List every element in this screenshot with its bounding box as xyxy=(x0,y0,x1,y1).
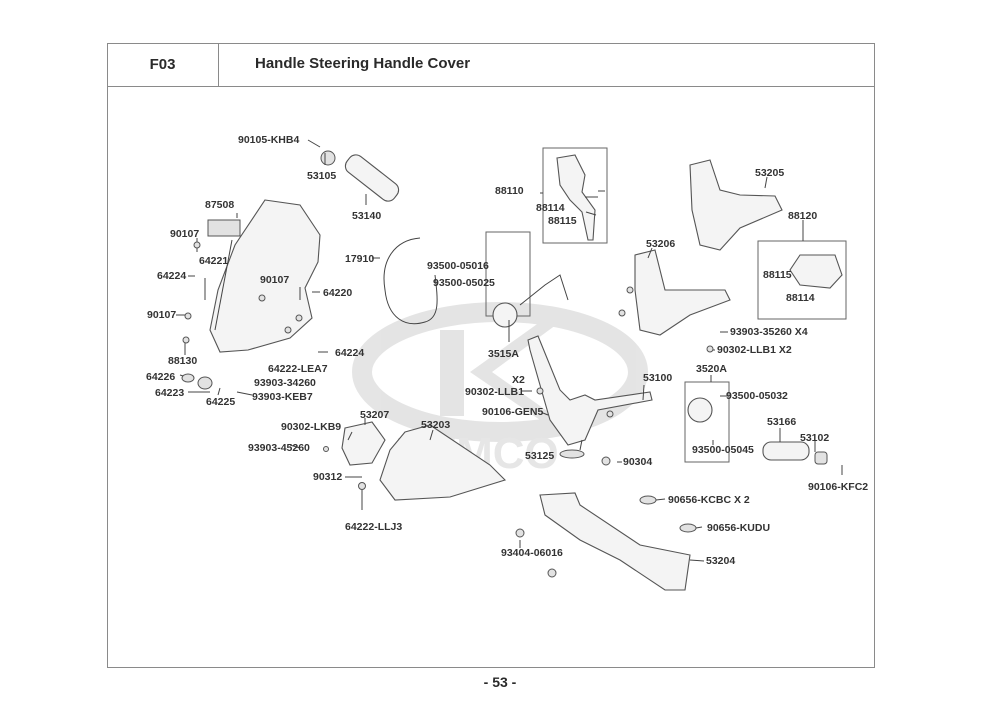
part-label[interactable]: 64222-LEA7 xyxy=(268,363,328,375)
part-label[interactable]: 64225 xyxy=(206,396,235,408)
part-label[interactable]: 93500-05016 xyxy=(427,260,489,272)
part-label[interactable]: 64224 xyxy=(157,270,186,282)
part-label[interactable]: 3520A xyxy=(696,363,727,375)
part-label[interactable]: 88115 xyxy=(548,215,577,227)
part-label[interactable]: 90302-LLB1 X2 xyxy=(717,344,792,356)
part-label[interactable]: 64226 xyxy=(146,371,175,383)
header-divider xyxy=(219,86,875,87)
part-label[interactable]: 53204 xyxy=(706,555,735,567)
page-number: - 53 - xyxy=(483,674,517,690)
page-title: Handle Steering Handle Cover xyxy=(255,55,471,72)
section-code: F03 xyxy=(107,43,219,87)
leader-lines xyxy=(176,153,843,562)
part-label[interactable]: 3515A xyxy=(488,348,519,360)
left-mirror-part[interactable] xyxy=(556,154,596,241)
part-label[interactable]: 88110 xyxy=(495,185,524,197)
part-label[interactable]: 90312 xyxy=(313,471,342,483)
part-label[interactable]: 53205 xyxy=(755,167,784,179)
right-grip-part[interactable] xyxy=(762,441,810,461)
part-label[interactable]: 53207 xyxy=(360,409,389,421)
part-label[interactable]: 90656-KCBC X 2 xyxy=(668,494,750,506)
part-label[interactable]: 88114 xyxy=(786,292,815,304)
part-label[interactable]: 90302-LLB1 xyxy=(465,386,524,398)
part-labels: 90105-KHB4 53105 53140 87508 90107 64221… xyxy=(146,134,868,567)
part-label[interactable]: 90106-KFC2 xyxy=(808,481,868,493)
part-label[interactable]: 90107 xyxy=(147,309,176,321)
part-label[interactable]: 87508 xyxy=(205,199,234,211)
part-label[interactable]: 64220 xyxy=(323,287,352,299)
clip-kcbc-part[interactable] xyxy=(639,495,657,505)
lower-handle-cover-part[interactable] xyxy=(539,492,691,591)
left-switch-part[interactable] xyxy=(492,302,518,328)
grip-end-part[interactable] xyxy=(814,451,828,465)
part-label[interactable]: 93903-KEB7 xyxy=(252,391,313,403)
diagram-frame xyxy=(107,43,875,668)
part-label[interactable]: 93500-05045 xyxy=(692,444,754,456)
part-label[interactable]: 88115 xyxy=(763,269,792,281)
part-label[interactable]: 64223 xyxy=(155,387,184,399)
label-sticker-part[interactable] xyxy=(207,219,241,237)
part-label[interactable]: 53203 xyxy=(421,419,450,431)
part-label[interactable]: 90107 xyxy=(260,274,289,286)
part-label[interactable]: 64224 xyxy=(335,347,364,359)
right-mirror-part[interactable] xyxy=(789,254,843,289)
clip-kudu-part[interactable] xyxy=(679,523,697,533)
part-label[interactable]: 90304 xyxy=(623,456,652,468)
mirror-88120-box xyxy=(757,240,847,320)
part-label[interactable]: 93903-34260 xyxy=(254,377,316,389)
right-switch-part[interactable] xyxy=(687,397,713,423)
lower-cover-part[interactable] xyxy=(634,249,731,336)
cover-plate-part[interactable] xyxy=(341,421,386,466)
switch-3520a-box xyxy=(684,381,730,463)
front-cover-part[interactable] xyxy=(379,424,507,501)
mirror-88110-box xyxy=(542,147,608,244)
fasteners xyxy=(181,241,714,578)
part-label[interactable]: 90105-KHB4 xyxy=(238,134,299,146)
part-label[interactable]: 53102 xyxy=(800,432,829,444)
part-label[interactable]: 93903-45260 xyxy=(248,442,310,454)
part-label[interactable]: 93500-05025 xyxy=(433,277,495,289)
part-label[interactable]: 53105 xyxy=(307,170,336,182)
part-label[interactable]: 64222-LLJ3 xyxy=(345,521,402,533)
part-label[interactable]: 90302-LKB9 xyxy=(281,421,341,433)
part-label[interactable]: 90107 xyxy=(170,228,199,240)
part-label[interactable]: 53140 xyxy=(352,210,381,222)
part-label[interactable]: 53125 xyxy=(525,450,554,462)
part-label[interactable]: 90656-KUDU xyxy=(707,522,770,534)
windscreen-part[interactable] xyxy=(209,199,321,353)
part-label[interactable]: 17910 xyxy=(345,253,374,265)
part-label[interactable]: X2 xyxy=(512,374,525,386)
handlebar-part[interactable] xyxy=(527,335,653,459)
throttle-cable-part[interactable] xyxy=(383,237,438,325)
part-label[interactable]: 93500-05032 xyxy=(726,390,788,402)
part-label[interactable]: 93404-06016 xyxy=(501,547,563,559)
upper-cover-part[interactable] xyxy=(689,159,783,251)
part-label[interactable]: 53166 xyxy=(767,416,796,428)
part-label[interactable]: 88120 xyxy=(788,210,817,222)
part-label[interactable]: 88130 xyxy=(168,355,197,367)
part-label[interactable]: 93903-35260 X4 xyxy=(730,326,808,338)
part-label[interactable]: 53100 xyxy=(643,372,672,384)
part-label[interactable]: 90106-GEN5 xyxy=(482,406,543,418)
part-label[interactable]: 53206 xyxy=(646,238,675,250)
part-label[interactable]: 64221 xyxy=(199,255,228,267)
part-label[interactable]: 88114 xyxy=(536,202,565,214)
